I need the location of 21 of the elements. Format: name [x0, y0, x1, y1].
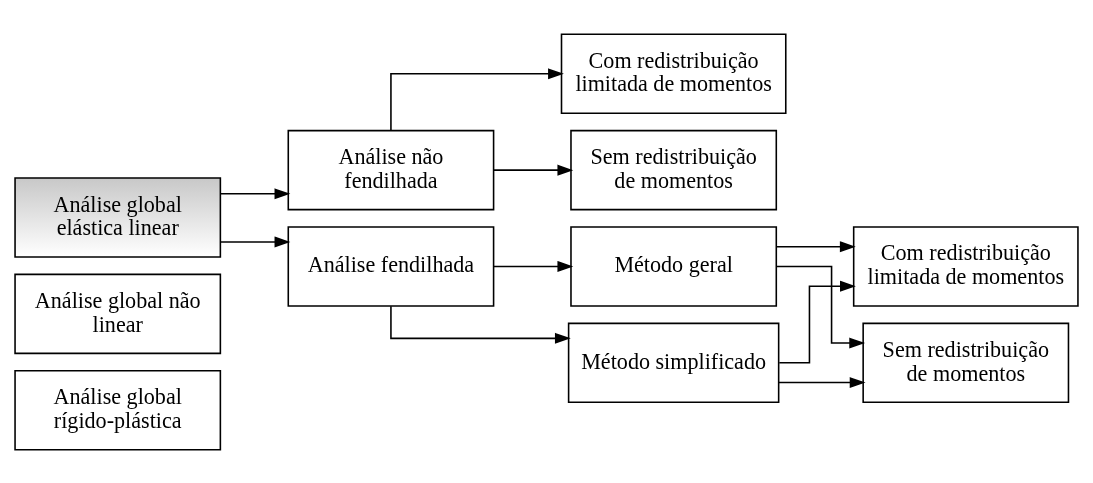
- arrow: [777, 376, 866, 388]
- arrow: [493, 260, 574, 272]
- node-box: Análise global rígido-plástica: [14, 369, 222, 450]
- arrow: [778, 280, 856, 364]
- node-box: Análise global elástica linear: [14, 176, 222, 258]
- node-box: Sem redistribuição de momentos: [862, 322, 1070, 403]
- arrow: [390, 304, 571, 344]
- node-box: Sem redistribuição de momentos: [570, 129, 778, 210]
- arrow: [775, 265, 866, 349]
- node-box: Com redistribuição limitada de momentos: [852, 225, 1079, 307]
- node-box: Método simplificado: [567, 322, 780, 403]
- node-box: Com redistribuição limitada de momentos: [560, 33, 787, 114]
- node-box: Análise não fendilhada: [287, 129, 495, 210]
- node-box: Método geral: [570, 225, 778, 307]
- arrow: [390, 67, 564, 131]
- arrow: [775, 240, 856, 252]
- arrow: [220, 187, 291, 199]
- arrow: [220, 235, 291, 248]
- node-box: Análise global não linear: [14, 273, 222, 354]
- arrow: [493, 164, 574, 176]
- node-box: Análise fendilhada: [287, 225, 495, 307]
